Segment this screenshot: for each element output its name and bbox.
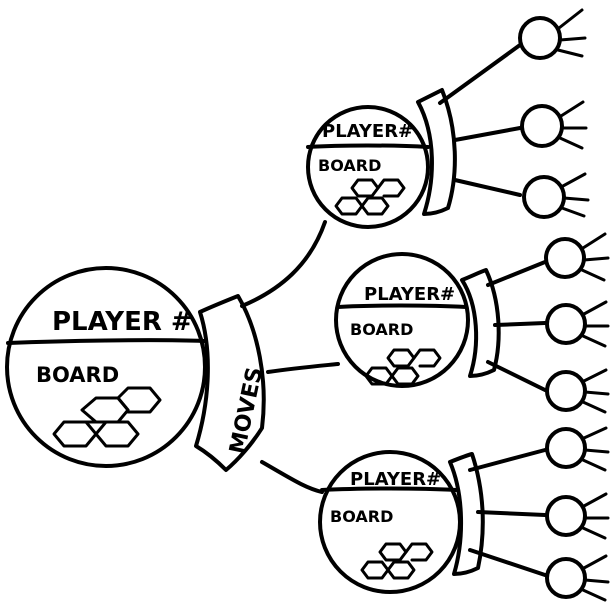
grandchild-node (545, 426, 610, 472)
child-1-circle (306, 105, 430, 229)
grandchild-node (545, 554, 610, 602)
grandchild-node (545, 492, 610, 540)
grandchild-nodes (518, 8, 610, 602)
edge-gc-8 (476, 510, 547, 517)
root-board-label: BOARD (36, 363, 119, 387)
child-1-hex-board-icon (334, 178, 406, 216)
grandchild-node (518, 8, 587, 60)
edge-gc-7 (468, 448, 547, 472)
child-2-hex-board-icon (364, 348, 442, 386)
grandchild-node (545, 368, 610, 414)
edge-gc-4 (486, 260, 547, 287)
edge-to-child-1 (240, 220, 327, 308)
edge-gc-6 (486, 360, 547, 392)
child-2-player-label: PLAYER# (364, 284, 455, 305)
child-node-3: PLAYER# BOARD (318, 450, 485, 594)
child-3-board-label: BOARD (330, 507, 393, 526)
child-1-divider (306, 143, 430, 149)
edge-to-child-2 (266, 362, 340, 374)
edge-gc-1 (438, 43, 522, 105)
grandchild-edges (438, 43, 547, 577)
child-2-moves-tab (460, 268, 501, 378)
child-3-moves-tab (448, 452, 485, 576)
edge-gc-5 (493, 321, 547, 327)
child-2-board-label: BOARD (350, 320, 413, 339)
child-1-moves-tab (416, 88, 457, 216)
moves-tab: MOVES (194, 294, 268, 472)
child-3-hex-board-icon (360, 542, 434, 580)
edge-gc-3 (453, 178, 522, 197)
child-2-divider (336, 303, 468, 309)
child-3-divider (320, 486, 458, 492)
root-node-circle (5, 266, 207, 468)
child-1-player-label: PLAYER# (322, 121, 413, 142)
child-3-player-label: PLAYER# (350, 469, 441, 490)
root-node: PLAYER # BOARD (5, 266, 207, 468)
root-player-label: PLAYER # (52, 307, 193, 337)
edge-to-child-3 (260, 460, 324, 494)
root-divider (6, 338, 206, 345)
grandchild-node (522, 172, 590, 219)
grandchild-node (545, 300, 610, 348)
moves-tab-outline (194, 294, 266, 472)
child-node-1: PLAYER# BOARD (306, 88, 457, 229)
grandchild-node (520, 100, 588, 150)
grandchild-node (544, 232, 610, 282)
root-hex-board-icon (52, 386, 162, 448)
edge-gc-2 (453, 126, 522, 142)
child-1-board-label: BOARD (318, 156, 381, 175)
child-node-2: PLAYER# BOARD (334, 252, 501, 388)
child-2-circle (334, 252, 470, 388)
tree-edges (240, 220, 340, 494)
